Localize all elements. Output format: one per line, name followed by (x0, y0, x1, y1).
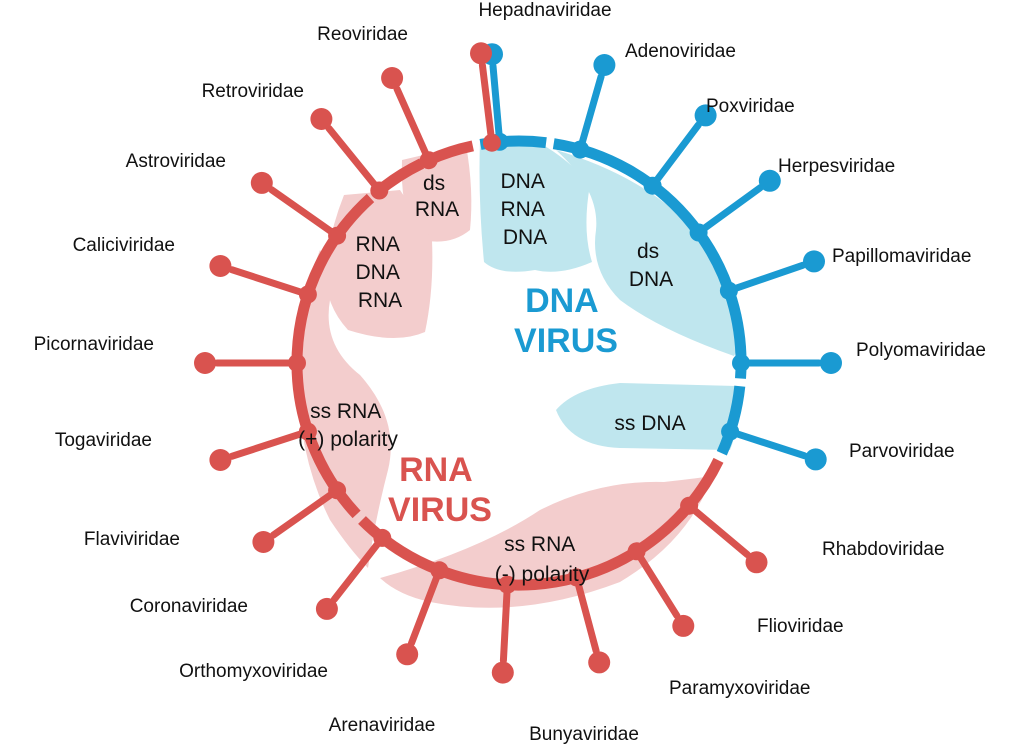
spike-herpesviridae (689, 169, 781, 242)
region-ds-dna (556, 150, 738, 356)
region-ss-rna-positive (297, 250, 391, 568)
label-dna-virus: DNA VIRUS (514, 282, 618, 360)
family-label-arenaviridae: Arenaviridae (329, 715, 436, 736)
region-ss-dna (556, 383, 738, 450)
spike-adenoviridae (571, 54, 616, 159)
label-ss-rna-negative: ss RNA (-) polarity (495, 533, 590, 586)
family-label-polyomaviridae: Polyomaviridae (856, 340, 986, 361)
family-label-flaviviridae: Flaviviridae (84, 529, 180, 550)
label-rna-virus: RNA VIRUS (388, 451, 492, 529)
label-dna-rna-dna: DNA RNA DNA (500, 170, 549, 249)
family-label-astroviridae: Astroviridae (126, 151, 226, 172)
spike-parvoviridae (721, 422, 827, 471)
spike-flioviridae (627, 542, 695, 637)
spike-bunyaviridae (491, 575, 517, 684)
spike-group (194, 42, 842, 684)
inner-labels: ds RNA RNA DNA RNA DNA RNA DNA ds DNA ss… (298, 170, 685, 586)
family-label-caliciviridae: Caliciviridae (73, 235, 175, 256)
spike-papillomaviridae (719, 250, 825, 300)
spike-poxviridae (643, 104, 717, 195)
family-label-orthomyxoviridae: Orthomyxoviridae (179, 661, 328, 682)
spike-caliciviridae (250, 171, 347, 245)
label-ss-dna: ss DNA (614, 412, 685, 435)
spike-orthomyxoviridae (315, 528, 392, 620)
spike-flaviviridae (209, 422, 317, 471)
spike-paramyxoviridae (567, 568, 611, 674)
ring-arc-dna-right (552, 138, 747, 379)
family-label-retroviridae: Retroviridae (202, 81, 304, 102)
family-label-herpesviridae: Herpesviridae (778, 156, 895, 177)
label-ds-dna: ds DNA (629, 240, 673, 291)
label-ds-rna: ds RNA (415, 172, 459, 221)
spike-picornaviridae (209, 255, 317, 304)
spike-astroviridae (310, 108, 389, 200)
label-rna-dna-rna: RNA DNA RNA (355, 233, 404, 312)
family-label-togaviridae: Togaviridae (55, 430, 152, 451)
family-label-bunyaviridae: Bunyaviridae (529, 724, 639, 745)
spike-polyomaviridae (732, 352, 842, 374)
ring-arc-dna-lower (716, 385, 746, 456)
family-label-adenoviridae: Adenoviridae (625, 41, 736, 62)
label-ss-rna-positive: ss RNA (+) polarity (298, 400, 398, 451)
region-dna-rna-dna (479, 140, 592, 272)
family-label-coronaviridae: Coronaviridae (130, 596, 248, 617)
family-label-parvoviridae: Parvoviridae (849, 441, 955, 462)
spike-reoviridae (470, 42, 501, 152)
family-label-papillomaviridae: Papillomaviridae (832, 246, 971, 267)
family-label-picornaviridae: Picornaviridae (34, 334, 154, 355)
family-label-poxviridae: Poxviridae (706, 96, 795, 117)
family-label-flioviridae: Flioviridae (757, 616, 844, 637)
spike-arenaviridae (396, 561, 449, 666)
spike-retroviridae (381, 67, 438, 170)
family-labels: HepadnaviridaeAdenoviridaePoxviridaeHerp… (34, 0, 986, 745)
spike-togaviridae (194, 352, 306, 374)
family-label-reoviridae: Reoviridae (317, 24, 408, 45)
family-label-hepadnaviridae: Hepadnaviridae (478, 0, 611, 21)
family-label-rhabdoviridae: Rhabdoviridae (822, 539, 945, 560)
spike-rhabdoviridae (680, 496, 768, 574)
family-label-paramyxoviridae: Paramyxoviridae (669, 678, 811, 699)
region-rna-dna-rna (325, 190, 433, 339)
spike-coronaviridae (252, 481, 347, 553)
